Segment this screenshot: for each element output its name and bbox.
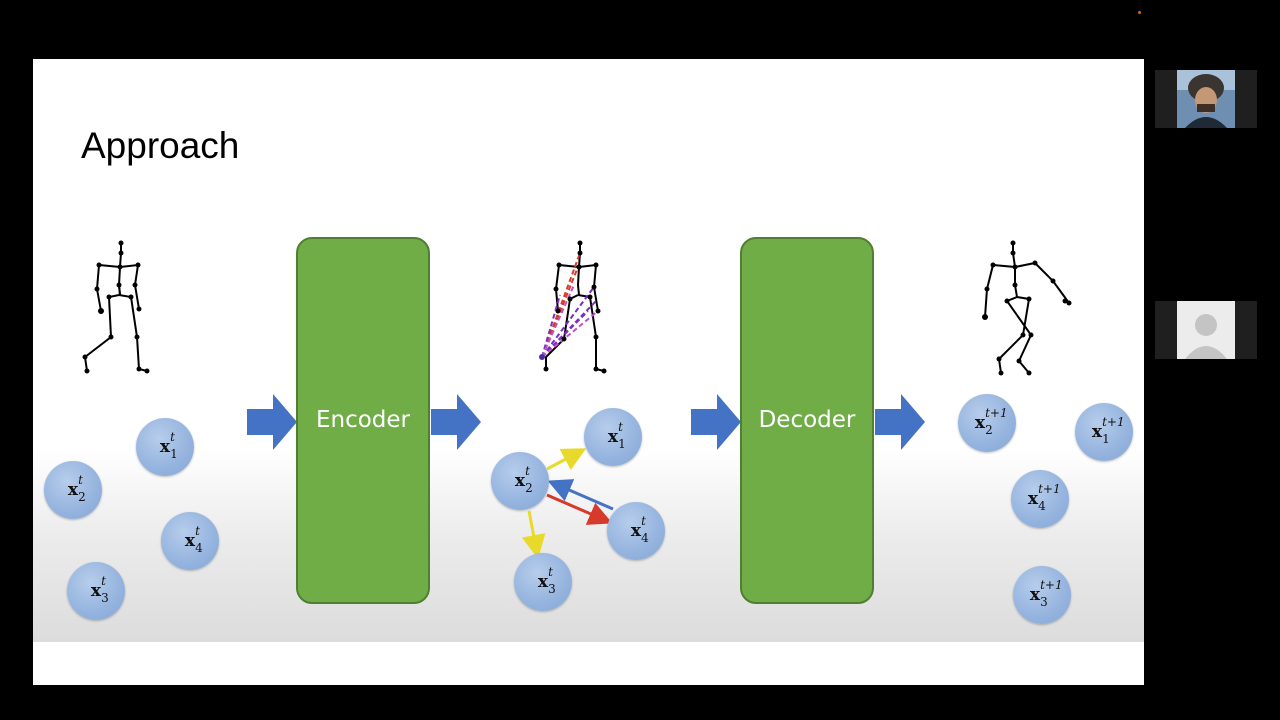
arrow-to-decoder [691, 394, 741, 450]
edge-x2-to-x4 [546, 493, 613, 525]
slide-title: Approach [81, 125, 240, 166]
input-pose-skeleton [82, 240, 150, 374]
output-pose-skeleton [982, 240, 1072, 376]
decoder-label: Decoder [758, 407, 856, 433]
encoder-block: Encoder [296, 237, 430, 604]
encoder-label: Encoder [315, 407, 411, 433]
participant-tile-viewer[interactable] [1155, 301, 1257, 359]
attention-pose-skeleton [539, 240, 607, 374]
default-user-avatar-icon [1177, 301, 1235, 359]
arrow-to-encoder [247, 394, 297, 450]
graph-edges [521, 448, 614, 559]
arrow-from-decoder [875, 394, 925, 450]
edge-x2-to-x1 [546, 448, 587, 471]
edge-x4-to-x2 [547, 479, 614, 511]
arrow-from-encoder [431, 394, 481, 450]
participant-tile-presenter[interactable] [1155, 70, 1257, 128]
decoder-block: Decoder [740, 237, 874, 604]
edge-x2-to-x3 [521, 510, 546, 559]
user-photo-icon [1177, 70, 1235, 128]
recording-indicator [1138, 11, 1141, 14]
shared-slide: Approach [33, 59, 1144, 685]
